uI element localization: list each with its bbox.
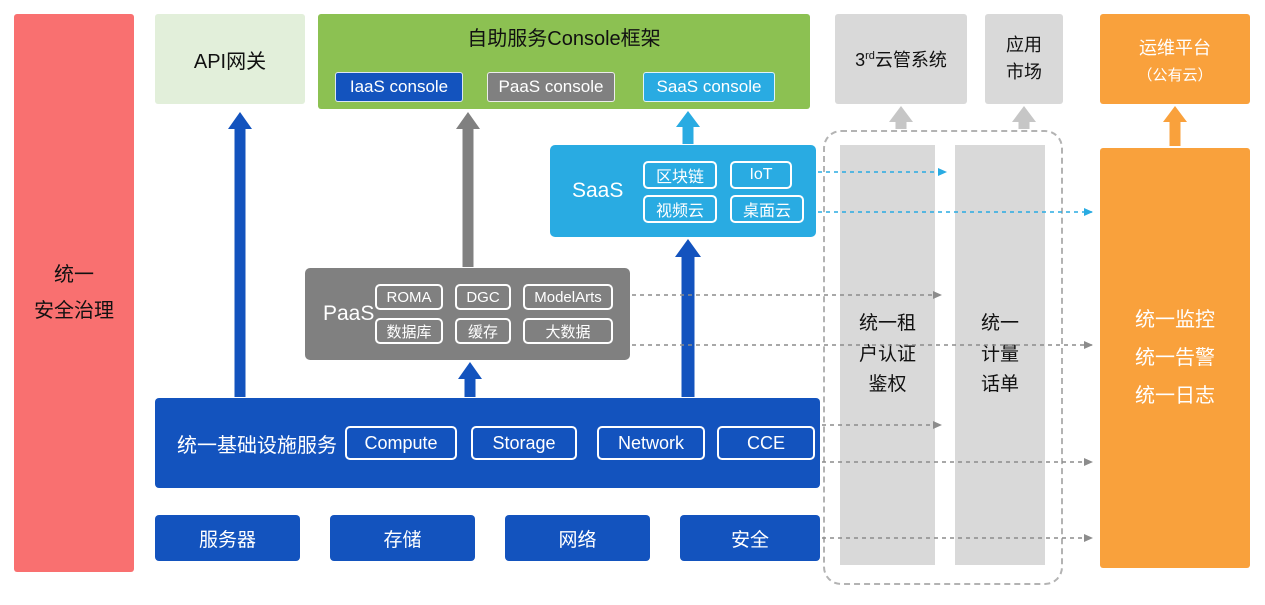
security-bar-line2: 安全治理 xyxy=(34,300,114,322)
billing-bar-line2: 计量 xyxy=(980,343,1019,365)
iaas-item-storage: Storage xyxy=(471,426,577,460)
paas-console-button: PaaS console xyxy=(487,72,615,102)
security-bar-line1: 统一 xyxy=(54,264,94,286)
paas-item-database: 数据库 xyxy=(375,318,443,344)
hardware-network-box: 网络 xyxy=(505,515,650,561)
arrow-iaas-to-api-gateway xyxy=(228,112,252,397)
security-bar-label: 统一 安全治理 xyxy=(34,257,114,329)
iaas-layer-label: 统一基础设施服务 xyxy=(177,434,337,457)
monitor-box-line2: 统一告警 xyxy=(1135,347,1215,369)
om-platform-box: 运维平台 （公有云） xyxy=(1100,14,1250,104)
iaas-layer-box: 统一基础设施服务 Compute Storage Network CCE xyxy=(155,398,820,488)
saas-console-button: SaaS console xyxy=(643,72,775,102)
saas-item-blockchain: 区块链 xyxy=(643,161,717,189)
arrow-saas-to-console xyxy=(676,111,700,144)
third-party-label-prefix: 3 xyxy=(855,50,866,70)
paas-item-modelarts: ModelArts xyxy=(523,284,613,310)
auth-bar-label: 统一租 户认证 鉴权 xyxy=(859,309,916,400)
arrow-iaas-to-paas xyxy=(458,362,482,397)
saas-item-video-cloud: 视频云 xyxy=(643,195,717,223)
paas-layer-box: PaaS ROMA DGC ModelArts 数据库 缓存 大数据 xyxy=(305,268,630,360)
paas-item-cache: 缓存 xyxy=(455,318,511,344)
paas-layer-label: PaaS xyxy=(323,302,375,325)
billing-bar-line3: 话单 xyxy=(980,374,1019,396)
unified-security-governance-bar: 统一 安全治理 xyxy=(14,14,134,572)
hardware-security-box: 安全 xyxy=(680,515,820,561)
console-frame-box: 自助服务Console框架 IaaS console PaaS console … xyxy=(318,14,810,109)
api-gateway-label: API网关 xyxy=(193,50,267,73)
arrow-monitor-to-om-platform xyxy=(1163,106,1187,146)
hardware-server-box: 服务器 xyxy=(155,515,300,561)
arrow-container-to-app-market xyxy=(1012,106,1036,129)
auth-bar-line3: 鉴权 xyxy=(868,374,907,396)
monitor-box-line3: 统一日志 xyxy=(1135,385,1215,407)
saas-layer-box: SaaS 区块链 IoT 视频云 桌面云 xyxy=(550,145,816,237)
om-platform-line1: 运维平台 xyxy=(1139,37,1211,58)
arrow-container-to-third-party xyxy=(889,106,913,129)
iaas-item-cce: CCE xyxy=(717,426,815,460)
third-party-label-suffix: 云管系统 xyxy=(874,50,947,70)
auth-bar-line2: 户认证 xyxy=(858,343,916,365)
api-gateway-box: API网关 xyxy=(155,14,305,104)
third-party-label-sup: rd xyxy=(865,50,875,62)
arrow-paas-to-console xyxy=(456,112,480,267)
third-party-cloud-mgmt-box: 3rd云管系统 xyxy=(835,14,967,104)
saas-layer-label: SaaS xyxy=(572,179,624,202)
app-market-box: 应用 市场 xyxy=(985,14,1063,104)
auth-bar-line1: 统一租 xyxy=(858,313,916,335)
arrow-iaas-to-saas xyxy=(675,239,701,397)
unified-tenant-auth-bar: 统一租 户认证 鉴权 xyxy=(840,145,935,565)
app-market-line1: 应用 xyxy=(1006,35,1042,55)
app-market-label: 应用 市场 xyxy=(1006,32,1042,86)
paas-item-bigdata: 大数据 xyxy=(523,318,613,344)
monitor-box-label: 统一监控 统一告警 统一日志 xyxy=(1135,301,1215,415)
paas-item-roma: ROMA xyxy=(375,284,443,310)
saas-item-iot: IoT xyxy=(730,161,792,189)
unified-metering-bar: 统一 计量 话单 xyxy=(955,145,1045,565)
unified-monitoring-box: 统一监控 统一告警 统一日志 xyxy=(1100,148,1250,568)
iaas-item-compute: Compute xyxy=(345,426,457,460)
om-platform-line2: （公有云） xyxy=(1137,66,1213,84)
saas-item-desktop-cloud: 桌面云 xyxy=(730,195,804,223)
common-services-dashed-container xyxy=(823,130,1063,585)
iaas-item-network: Network xyxy=(597,426,705,460)
third-party-label: 3rd云管系统 xyxy=(855,46,947,72)
iaas-console-button: IaaS console xyxy=(335,72,463,102)
app-market-line2: 市场 xyxy=(1006,62,1042,82)
billing-bar-label: 统一 计量 话单 xyxy=(981,309,1019,400)
monitor-box-line1: 统一监控 xyxy=(1135,309,1215,331)
hardware-storage-box: 存储 xyxy=(330,515,475,561)
console-frame-title: 自助服务Console框架 xyxy=(467,28,661,50)
paas-item-dgc: DGC xyxy=(455,284,511,310)
billing-bar-line1: 统一 xyxy=(980,313,1019,335)
